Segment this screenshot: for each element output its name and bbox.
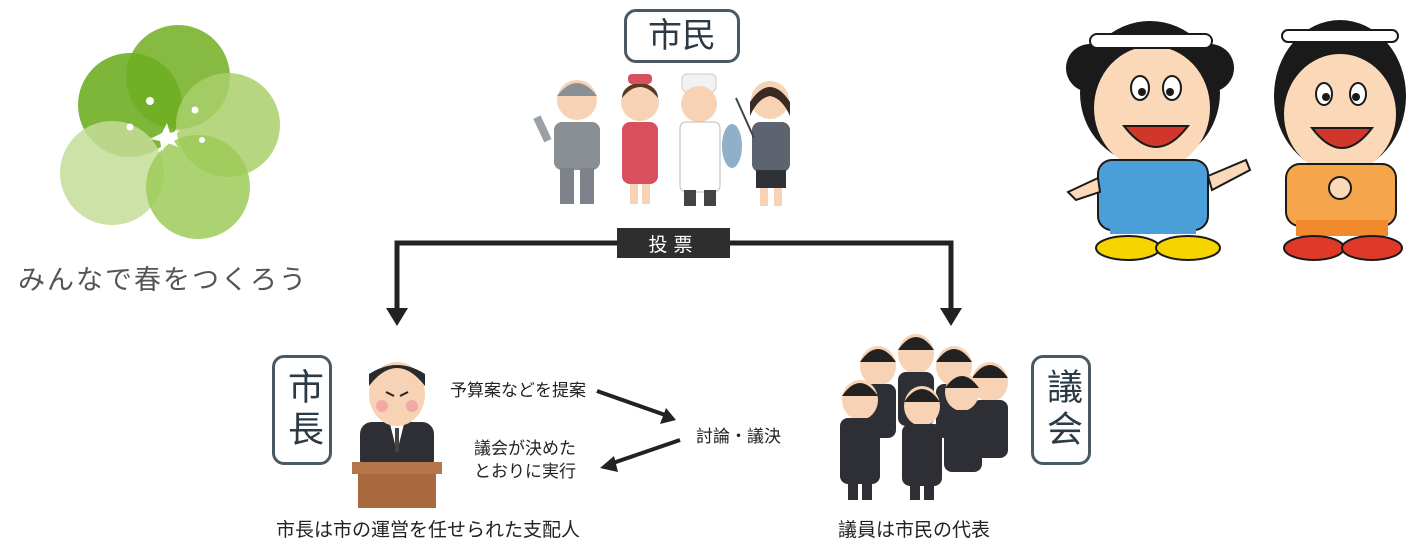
boy-mascot [1066,21,1252,261]
mascot-characters [1066,20,1406,261]
slogan-text: みんなで春をつくろう [18,265,308,296]
mayor-illustration [352,362,442,508]
worker-figure [533,80,600,204]
proposal-text: 予算案などを提案 [450,381,586,401]
citizens-illustration [533,73,790,206]
member-figure [840,380,880,500]
chef-figure [679,73,742,206]
execute-text-line1: 議会が決めた [474,439,576,459]
debate-text: 討論・議決 [696,427,781,447]
girl-mascot [1274,20,1406,261]
assembly-caption: 議員は市民の代表 [838,519,991,541]
office-worker-figure [735,81,790,206]
assembly-label: 議会 [1031,355,1091,465]
mayor-caption: 市長は市の運営を任せられた支配人 [276,519,581,541]
execute-text-line2: とおりに実行 [474,461,576,482]
execute-text: 議会が決めた とおりに実行 [474,438,576,484]
mayor-label: 市長 [272,355,332,465]
assembly-illustration [840,334,1008,500]
attendant-figure [621,74,659,204]
citizens-label: 市民 [624,9,740,63]
member-figure [944,373,982,472]
city-logo [60,25,280,239]
vote-label: 投票 [617,228,730,258]
member-figure [902,386,942,500]
